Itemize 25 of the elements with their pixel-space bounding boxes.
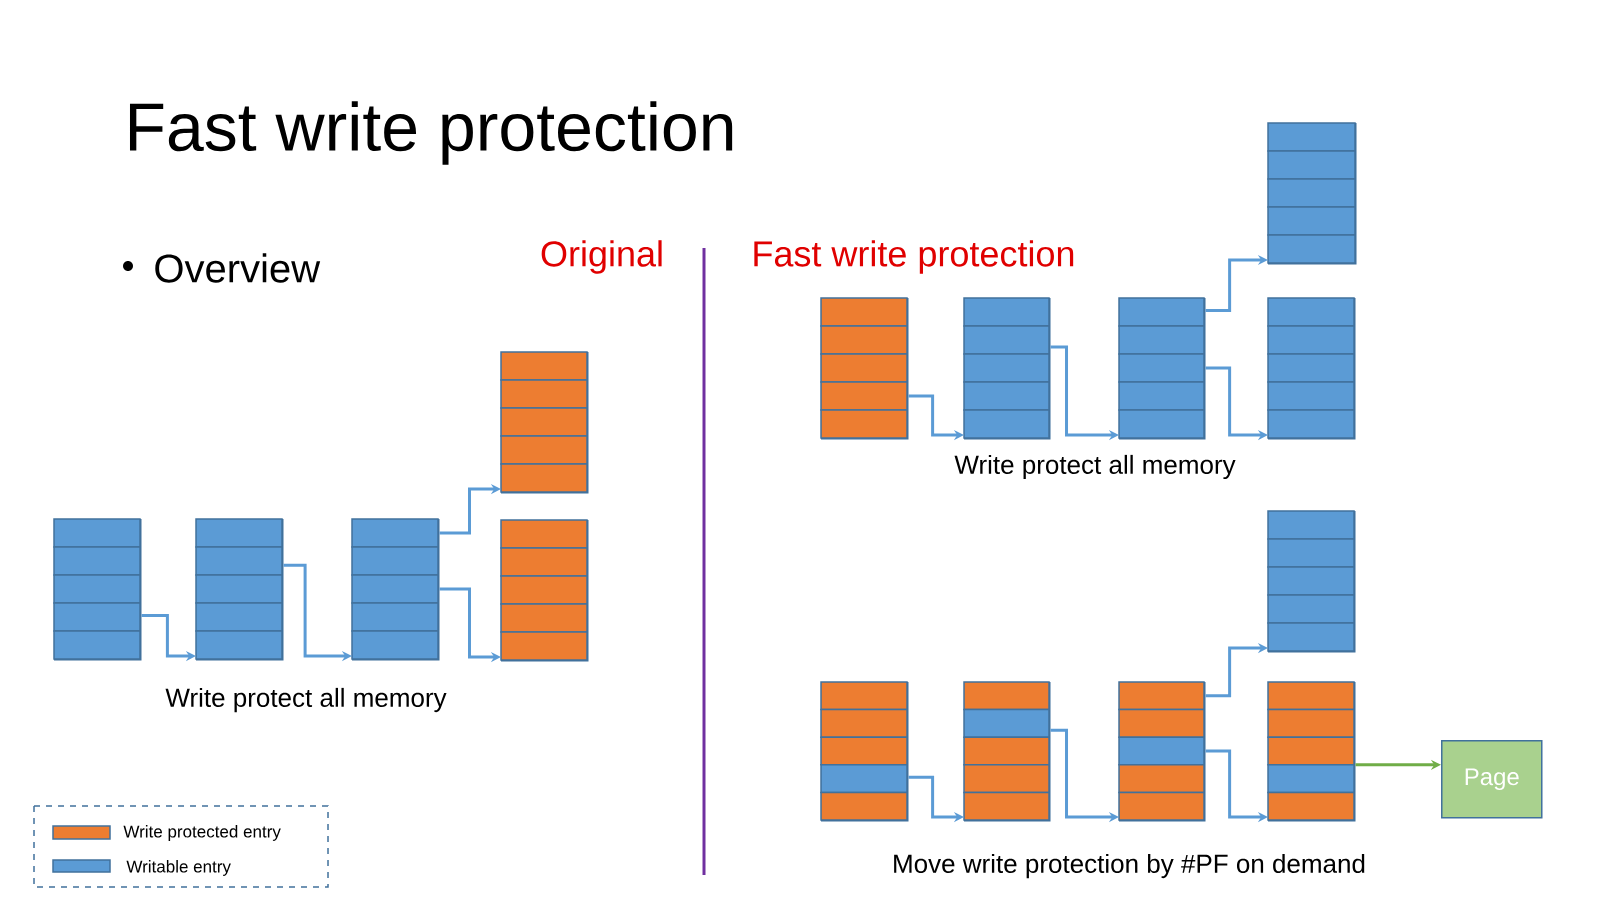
section-heading: Fast write protection (754, 240, 1074, 274)
caption: Write protect all memory (165, 687, 447, 713)
slide-title: Fast write protection (130, 101, 733, 165)
page-table (963, 681, 1051, 822)
legend-text: Writable entry (126, 860, 231, 876)
legend-text: Write protected entry (123, 825, 281, 841)
page-table (820, 681, 909, 822)
page-table (500, 519, 589, 662)
bullet-text: Overview (155, 253, 321, 283)
page-table (351, 518, 440, 661)
page-table (1267, 297, 1356, 440)
caption: Write protect all memory (954, 454, 1236, 480)
page-table (500, 351, 589, 494)
page-table (53, 518, 142, 661)
page-table (1118, 297, 1206, 440)
page-table (195, 518, 284, 661)
page-box: Page (1441, 740, 1543, 819)
page-table (1118, 681, 1206, 822)
section-heading: Original (541, 240, 662, 274)
page-table (1267, 122, 1357, 265)
page-table (820, 297, 909, 440)
page-table (1267, 681, 1356, 822)
page-table (963, 297, 1051, 440)
page-table (1267, 510, 1356, 653)
caption: Move write protection by #PF on demand (894, 853, 1365, 879)
